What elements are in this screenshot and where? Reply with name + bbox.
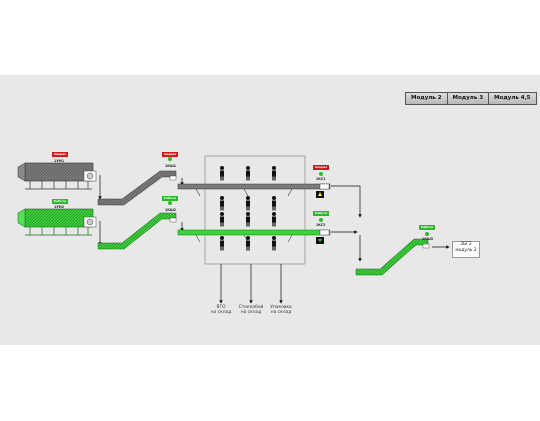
label-elevator-3: 1КШ3 — [422, 237, 433, 241]
module-tabs: Модуль 2 Модуль 3 Модуль 4,5 — [405, 92, 537, 105]
tag-washer-1: Авария — [52, 152, 68, 157]
label-line-2: 1КС2 — [316, 223, 326, 227]
line-1-conveyor[interactable] — [177, 183, 331, 197]
sorting-cabin — [204, 155, 306, 265]
tag-line-2: Работа — [313, 211, 329, 216]
elevator-3[interactable] — [355, 238, 430, 276]
tab-module-4-5[interactable]: Модуль 4,5 — [489, 92, 537, 105]
status-lamp-elevator-1 — [168, 157, 172, 161]
status-lamp-line-2 — [319, 218, 323, 222]
process-diagram — [17, 155, 450, 304]
washer-1[interactable] — [17, 162, 97, 190]
label-elevator-1: 1КШ1 — [165, 164, 176, 168]
destination-yago: ЯГО на склад — [210, 305, 232, 316]
tab-module-3[interactable]: Модуль 3 — [447, 92, 490, 105]
status-lamp-elevator-2 — [168, 201, 172, 205]
label-washer-2: 1УМ2 — [54, 205, 65, 209]
destination-arrows — [219, 264, 283, 304]
status-lamp-elevator-3 — [425, 232, 429, 236]
destination-cullet: Стеклобой на склад — [238, 305, 264, 316]
label-line-1: 1КС1 — [316, 177, 326, 181]
tag-elevator-1: Авария — [162, 152, 178, 157]
washer-2[interactable] — [17, 208, 97, 236]
elevator-2[interactable] — [97, 212, 177, 250]
status-lamp-line-1 — [319, 172, 323, 176]
label-elevator-2: 1КШ2 — [165, 208, 176, 212]
label-washer-1: 1УМ1 — [54, 159, 65, 163]
tab-module-2[interactable]: Модуль 2 — [405, 92, 448, 105]
destination-packaging: Упаковка на склад — [270, 305, 292, 316]
line-2-conveyor[interactable] — [177, 229, 331, 243]
output-box[interactable]: 2БГ2 модуль 2 — [452, 241, 480, 258]
process-panel: Модуль 2 Модуль 3 Модуль 4,5 — [0, 75, 540, 345]
tag-line-1: Авария — [313, 165, 329, 170]
workers-line-2 — [220, 212, 276, 251]
tag-elevator-2: Работа — [162, 196, 178, 201]
workers-line-1 — [220, 166, 276, 211]
tag-washer-2: Работа — [52, 199, 68, 204]
tag-elevator-3: Работа — [419, 225, 435, 230]
lightning-icon — [318, 192, 322, 196]
elevator-1[interactable] — [97, 170, 177, 206]
